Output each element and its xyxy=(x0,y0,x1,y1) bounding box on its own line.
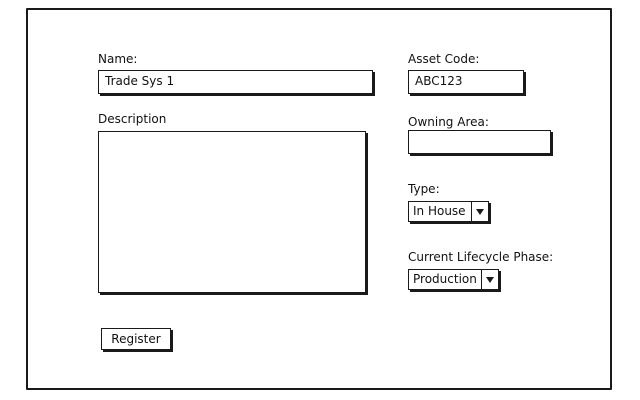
description-textarea[interactable] xyxy=(98,131,366,293)
lifecycle-label: Current Lifecycle Phase: xyxy=(408,250,554,264)
asset-code-field[interactable]: ABC123 xyxy=(408,70,524,94)
owning-area-field[interactable] xyxy=(408,130,551,154)
name-field-value: Trade Sys 1 xyxy=(105,74,175,88)
asset-code-label: Asset Code: xyxy=(408,52,480,66)
asset-code-value: ABC123 xyxy=(415,74,463,88)
type-select[interactable]: In House xyxy=(408,201,489,222)
type-label: Type: xyxy=(408,182,440,196)
type-select-value: In House xyxy=(413,204,466,218)
description-label: Description xyxy=(98,112,167,126)
register-button[interactable]: Register xyxy=(101,328,171,350)
lifecycle-select[interactable]: Production xyxy=(408,269,499,290)
owning-area-label: Owning Area: xyxy=(408,115,489,129)
type-dropdown-arrow xyxy=(476,208,484,215)
lifecycle-dropdown-arrow xyxy=(486,276,494,283)
lifecycle-select-value: Production xyxy=(413,272,477,286)
name-field[interactable]: Trade Sys 1 xyxy=(98,70,373,94)
chevron-down-icon[interactable] xyxy=(471,202,488,221)
name-label: Name: xyxy=(98,52,138,66)
form-window: Name: Trade Sys 1 Description Register A… xyxy=(26,8,612,390)
chevron-down-icon[interactable] xyxy=(481,270,498,289)
